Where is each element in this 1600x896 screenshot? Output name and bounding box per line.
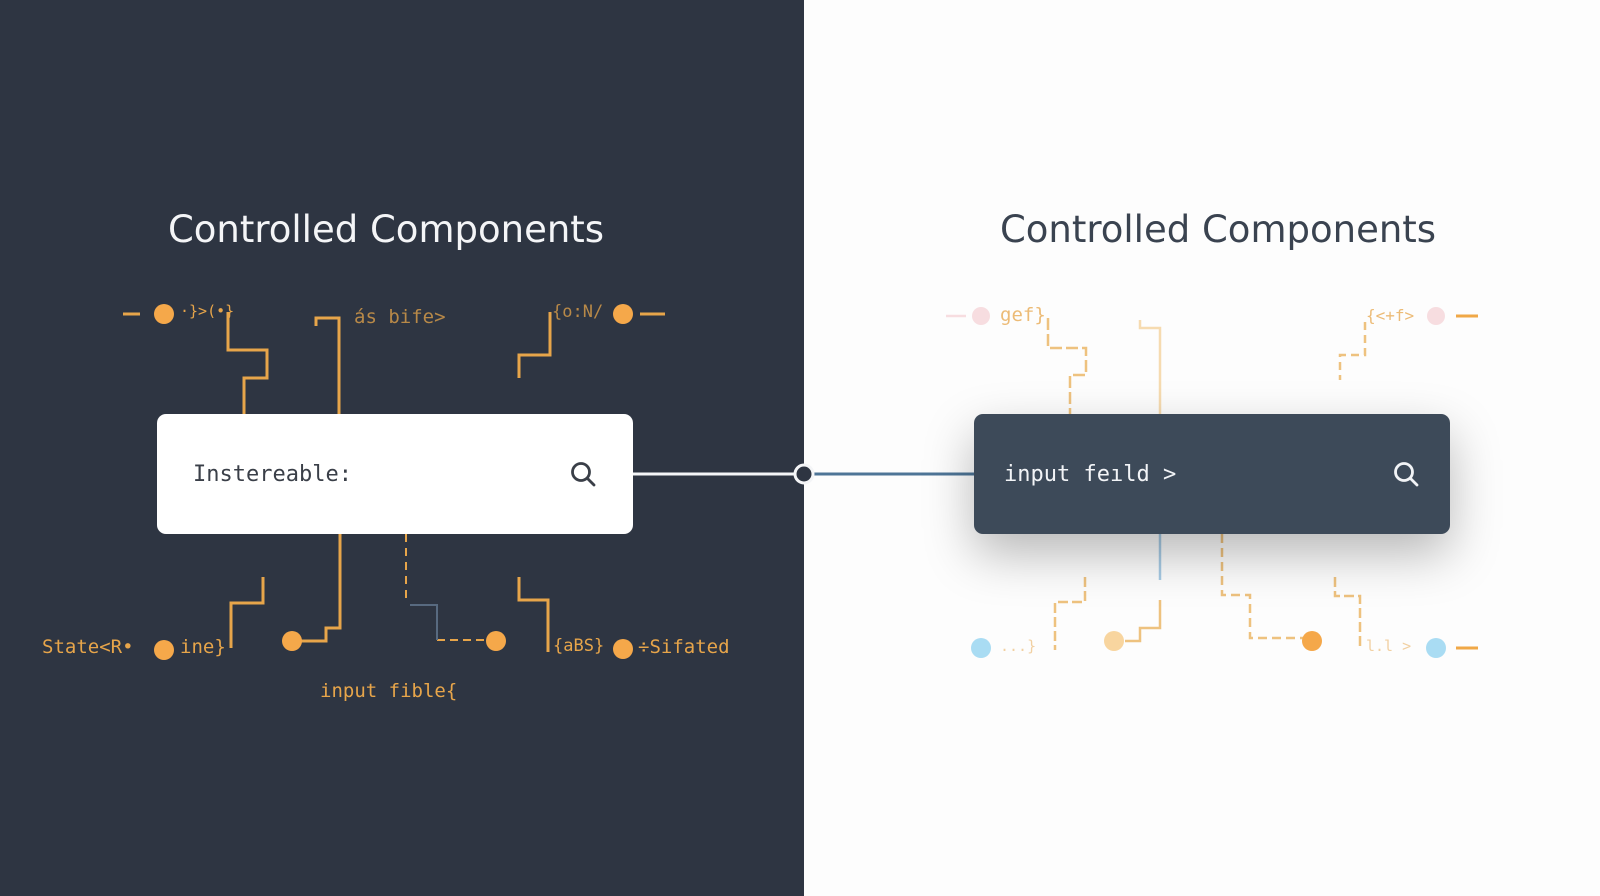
node-dot [613,304,633,324]
label-top-right: {o:N/ [552,302,604,322]
node-dot [154,640,174,660]
label-right-bottom-left: ...} [1000,637,1037,655]
label-ine: ine} [180,636,226,658]
node-dot [1427,307,1445,325]
left-top-lines [123,312,665,414]
label-right-bottom-right: l.l > [1366,637,1412,655]
label-sifated: ÷Sifated [638,636,730,658]
caption-input: input fible{ [320,680,458,702]
label-top-left: ·}>(•} [180,302,235,320]
label-abs: {aBS} [553,636,605,656]
node-dot [1302,631,1322,651]
left-title: Controlled Components [167,208,605,251]
node-dot [613,639,633,659]
right-top-lines [946,314,1478,414]
junction-node [793,463,815,485]
uncontrolled-input-field[interactable]: Instereable: [157,414,633,534]
node-dot [154,304,174,324]
right-title: Controlled Components [999,208,1437,251]
node-dot [1104,631,1124,651]
node-dot [486,631,506,651]
label-state: State<R• [42,636,134,658]
right-bottom-lines [1053,534,1478,650]
search-icon[interactable] [1392,460,1420,488]
node-dot [972,307,990,325]
label-right-top-right: {<+f> [1366,306,1415,325]
node-dot [282,631,302,651]
input-text: Instereable: [193,461,352,487]
node-dot [1426,638,1446,658]
label-top-center: ás bife> [354,306,446,328]
left-bottom-lines [229,534,550,652]
label-right-top-left: gef} [1000,304,1046,326]
input-text: input feıld > [1004,461,1177,487]
controlled-input-field[interactable]: input feıld > [974,414,1450,534]
search-icon[interactable] [569,460,597,488]
node-dot [971,638,991,658]
